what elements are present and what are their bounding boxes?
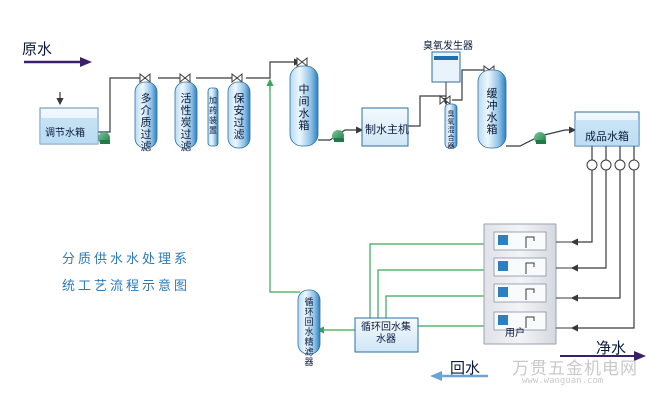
precision-filter-label: 循环回水精滤器 (304, 298, 314, 368)
ozone-mixer-label: 臭氧混合器 (447, 110, 455, 150)
raw-water-arrow (24, 57, 92, 67)
ozone-generator-box (431, 51, 461, 96)
flow-meters (586, 159, 640, 171)
pump-icons (98, 130, 546, 144)
main-machine-box (361, 107, 409, 147)
watermark-url: www.wanguan.com (522, 376, 604, 386)
product-tank-box (574, 111, 640, 147)
ozone-generator-label: 臭氧发生器 (423, 41, 473, 52)
users-block (483, 223, 572, 345)
product-tank-label: 成品水箱 (585, 130, 629, 143)
return-collector-box (354, 317, 419, 353)
precision-filter-vessel (297, 289, 321, 355)
multimedia-filter-vessel (134, 81, 158, 149)
security-filter-vessel (227, 81, 251, 149)
ozone-mixer-vessel (444, 103, 458, 149)
watermark-site-name: 万贯五金机电网 (512, 359, 638, 379)
return-water-label: 回水 (450, 359, 481, 377)
carbon-filter-label: 活性炭过滤 (180, 92, 192, 153)
net-water-arrow (560, 351, 646, 361)
adjust-tank (39, 107, 99, 145)
diagram-title-line-2: 统工艺流程示意图 (62, 279, 191, 294)
security-filter-label: 保安过滤 (233, 92, 245, 141)
return-collector-label: 循环回水集水器 (361, 322, 411, 345)
main-machine-label: 制水主机 (365, 123, 409, 136)
middle-tank-label: 中间水箱 (298, 83, 310, 132)
middle-tank-vessel (289, 65, 319, 147)
diagram-title-line-1: 分质供水水处理系 (62, 252, 191, 267)
carbon-filter-vessel (174, 81, 198, 149)
main-pipes (56, 58, 635, 332)
raw-water-label: 原水 (22, 40, 53, 58)
multimedia-filter-label: 多介质过滤 (140, 92, 152, 153)
adjust-tank-label: 调节水箱 (45, 128, 85, 139)
net-water-label: 净水 (596, 339, 627, 357)
buffer-tank-label: 缓冲水箱 (486, 87, 498, 136)
dosing-device (207, 87, 219, 147)
return-pipes (266, 78, 484, 334)
users-label: 用户 (505, 328, 525, 339)
valve-icons (139, 56, 495, 106)
dosing-device-label: 加药装置 (209, 96, 217, 135)
buffer-tank-vessel (477, 69, 507, 149)
return-water-arrow (430, 371, 488, 381)
